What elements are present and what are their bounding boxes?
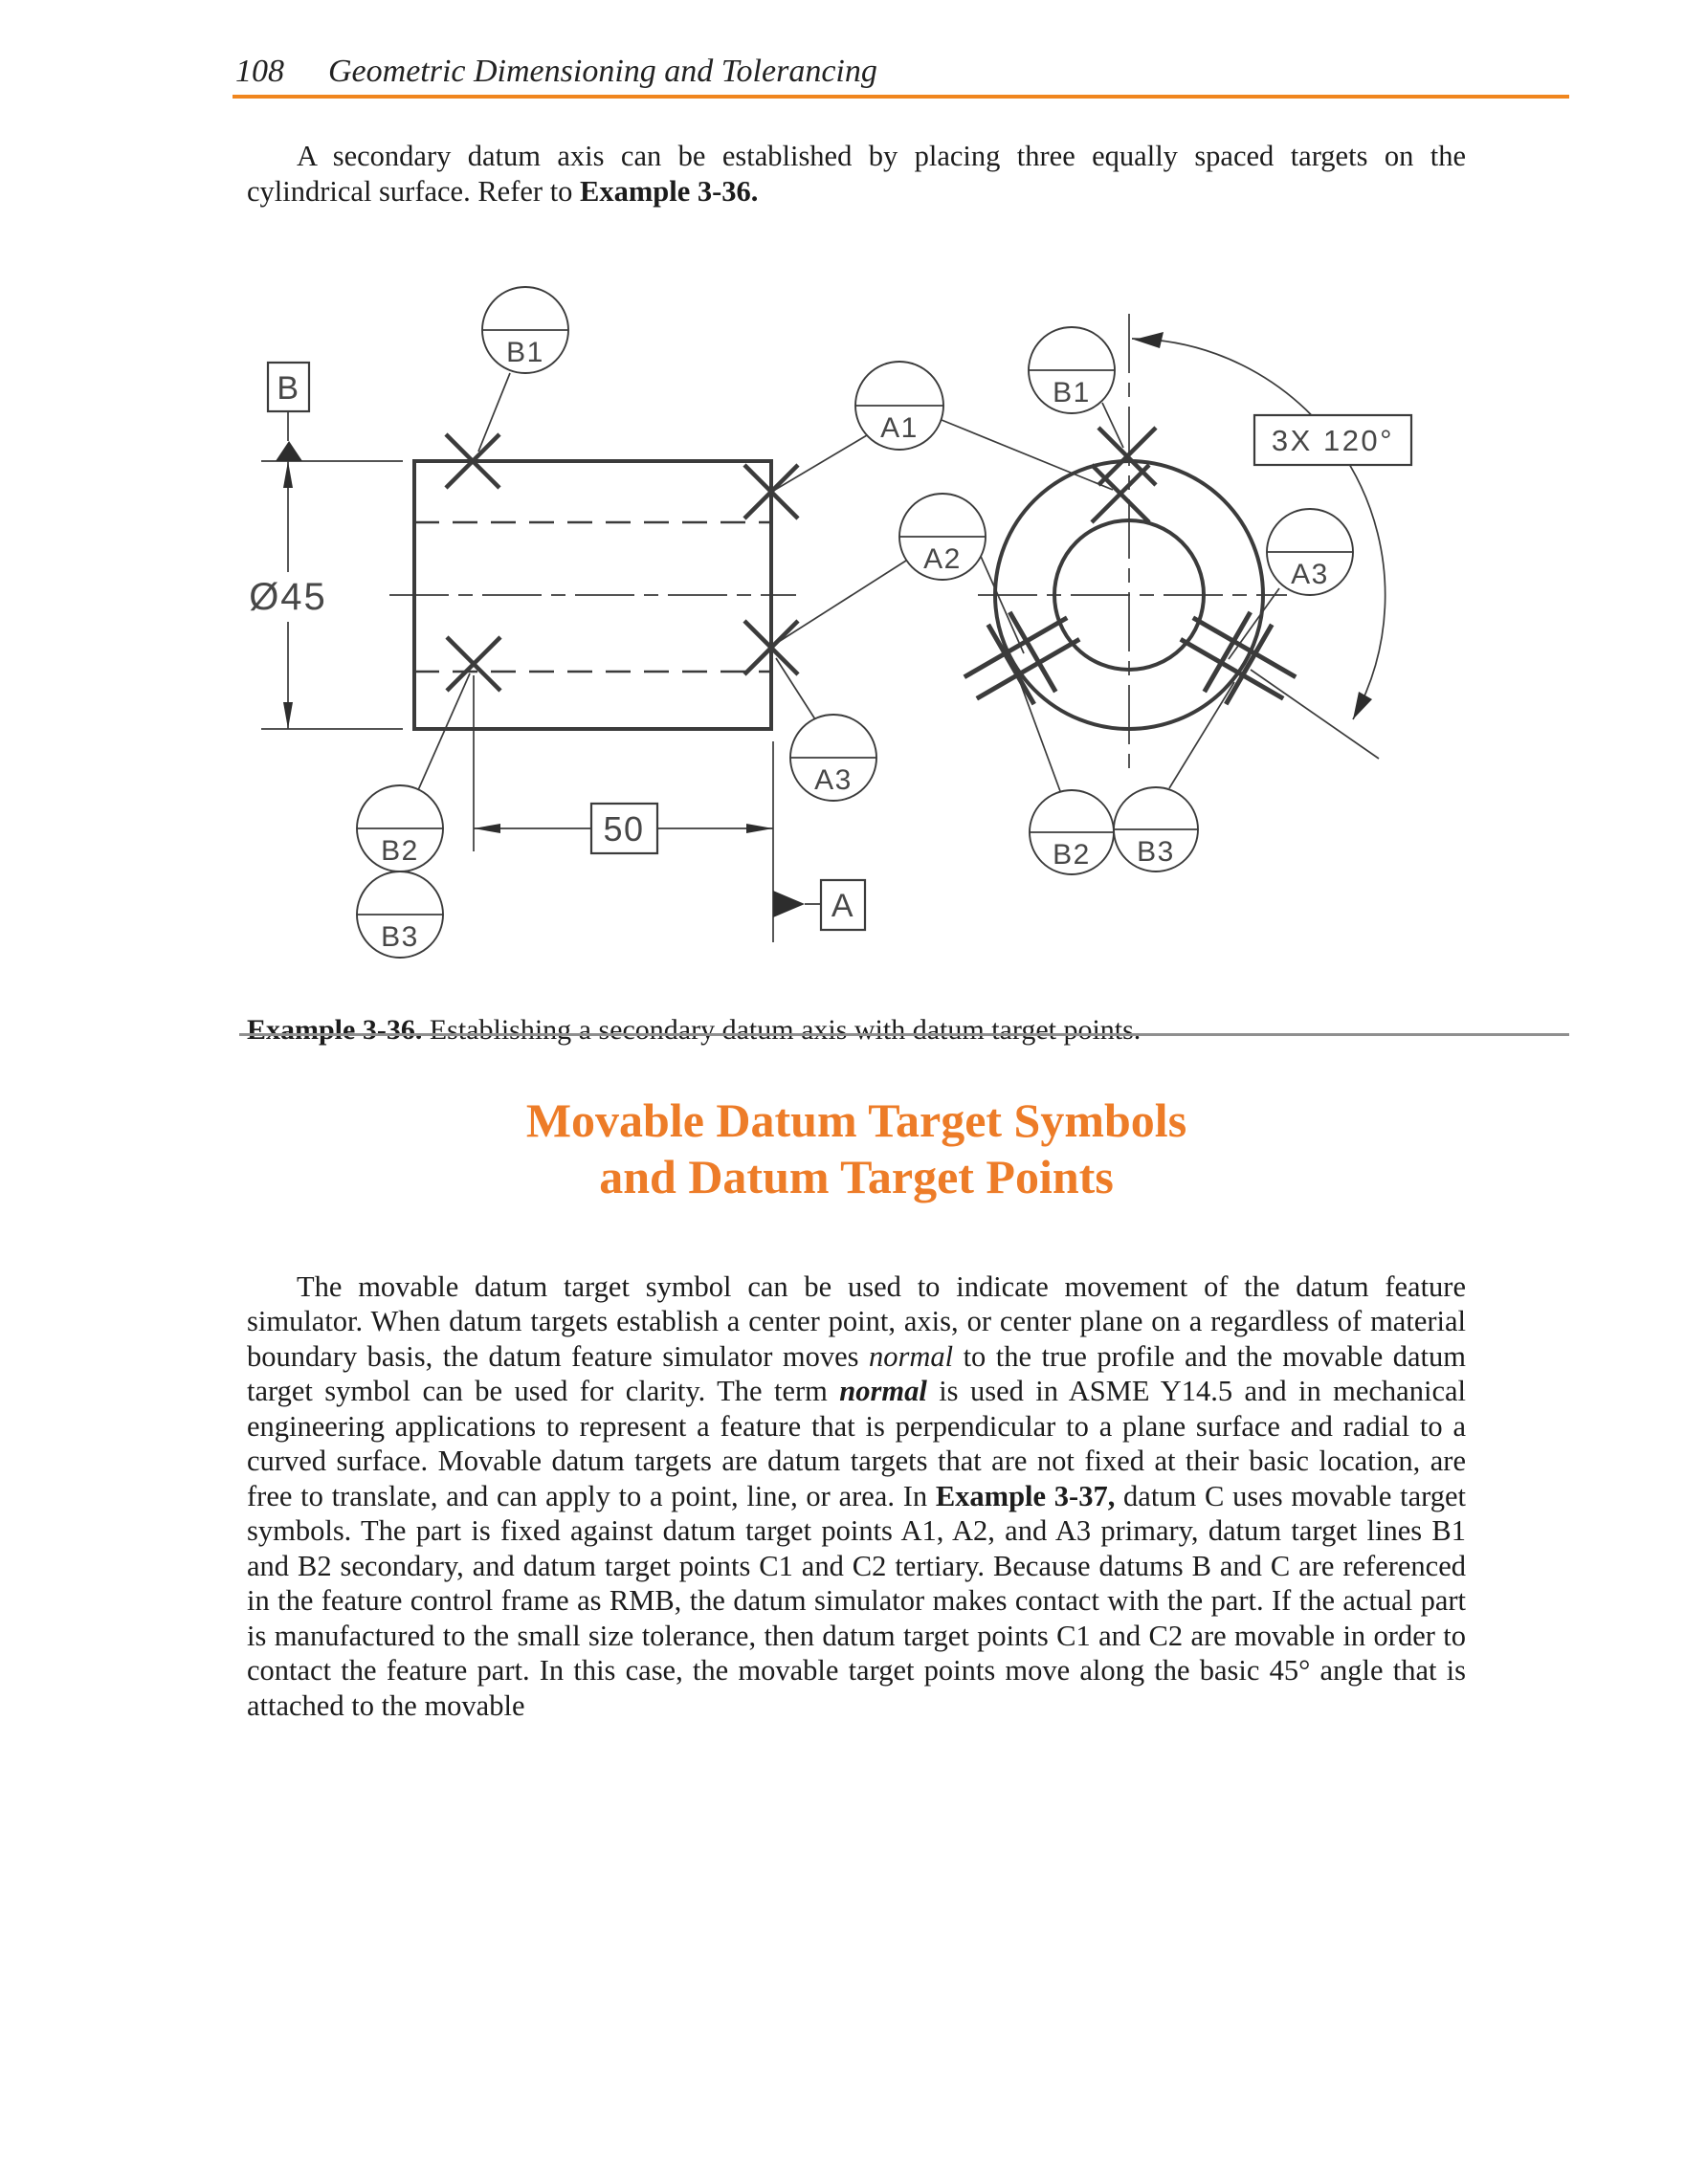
intro-paragraph: A secondary datum axis can be establishe…: [247, 139, 1466, 210]
body-paragraph: The movable datum target symbol can be u…: [247, 1269, 1466, 1724]
side-view: Ø45 B: [249, 361, 1114, 942]
angle-note-frame: [1253, 413, 1413, 467]
target-x-a1-end: [1090, 463, 1151, 524]
balloon-b2-side-label: B2: [381, 835, 419, 867]
angle-arc: [1131, 338, 1386, 720]
balloon-b2-end-label: B2: [1053, 839, 1091, 871]
caption-number: Example 3-36.: [247, 1014, 423, 1046]
page-number: 108: [235, 54, 284, 89]
paragraph-segment: Example 3-37,: [935, 1479, 1116, 1512]
section-heading: Movable Datum Target Symbols and Datum T…: [247, 1092, 1466, 1205]
paragraph-segment: to the true profile and the movable datu…: [247, 1339, 1466, 1408]
balloon-b3-end: B3: [1113, 786, 1199, 872]
target-mark-lower-right: [1179, 610, 1297, 706]
example-3-36-figure: Ø45 B: [249, 286, 1413, 959]
datum-a-frame: [819, 878, 867, 932]
header-rule: [233, 95, 1569, 99]
leader-b1-side: [477, 372, 511, 452]
intro-example-ref: Example 3-36.: [580, 174, 759, 208]
angle-note-label: 3X 120°: [1272, 424, 1394, 457]
datum-b-label: B: [277, 370, 299, 407]
target-x-bottom-left: [445, 635, 502, 693]
paragraph-segment: is used in ASME Y14.5 and in mechanical …: [247, 1375, 1466, 1512]
balloon-b3-side: B3: [356, 871, 444, 959]
target-x-b1-end: [1097, 426, 1158, 487]
diameter-dim-label: Ø45: [249, 576, 327, 618]
datum-a-triangle: [773, 891, 805, 917]
inner-circle: [1053, 518, 1206, 672]
target-x-bottom-right: [743, 619, 800, 676]
arc-arrow-top: [1134, 332, 1164, 348]
width-dim-label: 50: [603, 809, 644, 849]
datum-b-triangle: [276, 441, 302, 461]
balloon-a2-label: A2: [923, 543, 962, 575]
width-basic-frame: [589, 802, 659, 855]
leader-b2-side: [417, 673, 471, 791]
intro-text: A secondary datum axis can be establishe…: [247, 139, 1466, 208]
paragraph-segment: normal: [868, 1339, 954, 1373]
target-x-top-left: [444, 432, 501, 490]
leader-a3-end: [1228, 587, 1280, 660]
leader-b1-end: [1101, 402, 1124, 449]
book-title: Geometric Dimensioning and Tolerancing: [328, 54, 877, 89]
paragraph-segment: normal: [839, 1375, 927, 1407]
datum-b-frame: [266, 361, 311, 413]
leader-b2-end: [1019, 681, 1061, 792]
datum-target-balloons: B1 A1 A2 A3 B2 B3: [356, 286, 1354, 959]
datum-a-label: A: [831, 888, 854, 924]
target-x-top-right: [743, 463, 800, 520]
leader-a1-right: [941, 419, 1114, 491]
width-arrow-left: [474, 824, 500, 833]
leader-a2-left: [776, 560, 907, 644]
width-arrow-right: [746, 824, 773, 833]
balloon-b1-side: B1: [481, 286, 569, 374]
leader-a3-side: [775, 657, 816, 720]
balloon-a3-side-label: A3: [814, 764, 853, 796]
section-heading-line2: and Datum Target Points: [599, 1150, 1114, 1203]
arc-arrow-bottom: [1353, 692, 1372, 719]
balloon-b1-end-label: B1: [1053, 377, 1091, 408]
balloon-a1-label: A1: [880, 412, 919, 444]
balloon-b2-side: B2: [356, 784, 444, 872]
balloon-a3-side: A3: [789, 714, 877, 802]
dia-arrow-up: [283, 461, 293, 488]
end-view: 3X 120°: [963, 314, 1413, 792]
caption-text: Establishing a secondary datum axis with…: [422, 1014, 1142, 1046]
balloon-b3-side-label: B3: [381, 921, 419, 953]
leader-a1-left: [774, 434, 868, 491]
balloon-b1-side-label: B1: [506, 337, 544, 368]
paragraph-segment: datum C uses movable target symbols. The…: [247, 1479, 1466, 1722]
balloon-a3-end: A3: [1266, 508, 1354, 596]
balloon-b2-end: B2: [1029, 789, 1115, 875]
paragraph-segment: The movable datum target symbol can be u…: [247, 1269, 1466, 1373]
section-heading-line1: Movable Datum Target Symbols: [525, 1093, 1187, 1147]
leader-b3-end: [1168, 681, 1235, 789]
balloon-a2: A2: [898, 493, 987, 581]
angle-extension-line: [1250, 669, 1380, 760]
figure-caption: Example 3-36. Establishing a secondary d…: [247, 1014, 1491, 1047]
dia-arrow-down: [283, 702, 293, 729]
caption-rule: [239, 1033, 1569, 1036]
target-mark-lower-left: [963, 610, 1081, 706]
balloon-b3-end-label: B3: [1137, 836, 1175, 868]
balloon-a1: A1: [854, 361, 944, 451]
running-head: 108 Geometric Dimensioning and Toleranci…: [235, 54, 877, 90]
balloon-b1-end: B1: [1028, 326, 1116, 414]
balloon-a3-end-label: A3: [1291, 559, 1329, 590]
leader-a2-right: [978, 551, 1025, 654]
